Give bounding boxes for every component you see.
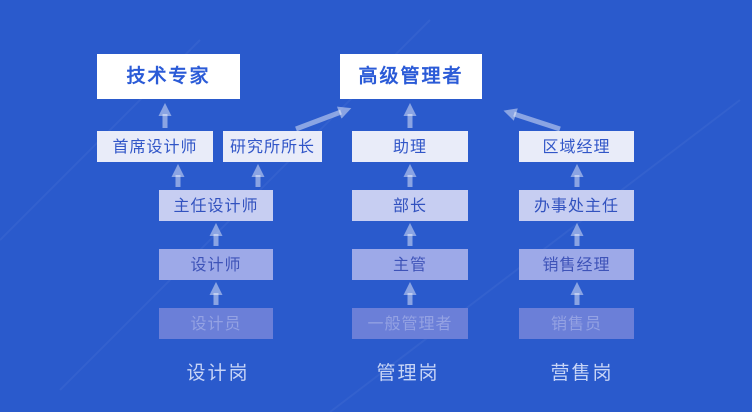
node-regional-manager: 区域经理 <box>519 131 634 162</box>
arrow-regional-seniormanager <box>503 108 561 132</box>
node-senior-manager: 高级管理者 <box>340 54 482 99</box>
node-supervisor: 主管 <box>352 249 468 280</box>
node-sales-manager: 销售经理 <box>519 249 634 280</box>
node-institute-director: 研究所所长 <box>223 131 322 162</box>
column-label-sales: 营售岗 <box>550 362 614 384</box>
node-designer: 设计师 <box>159 249 273 280</box>
node-chief-designer: 首席设计师 <box>97 131 213 162</box>
column-label-design: 设计岗 <box>186 362 250 384</box>
node-office-director: 办事处主任 <box>519 190 634 221</box>
arrow-institute-seniormanager <box>295 106 352 132</box>
node-salesperson: 销售员 <box>519 308 634 339</box>
node-design-staff: 设计员 <box>159 308 273 339</box>
node-director-designer: 主任设计师 <box>159 190 273 221</box>
node-general-manager: 一般管理者 <box>352 308 468 339</box>
node-assistant: 助理 <box>352 131 468 162</box>
node-minister: 部长 <box>352 190 468 221</box>
node-tech-expert: 技术专家 <box>97 54 240 99</box>
promotion-arrows <box>158 102 584 305</box>
column-label-management: 管理岗 <box>376 362 440 384</box>
